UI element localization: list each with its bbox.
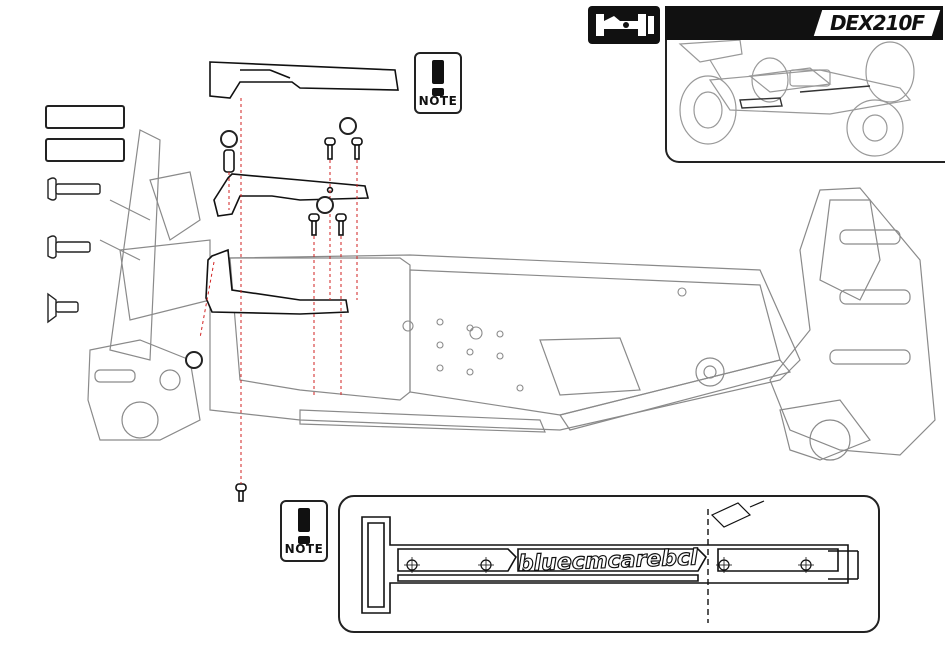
hobby-knife-icon	[712, 501, 764, 527]
callout-circle	[185, 351, 203, 369]
screw	[336, 214, 346, 235]
strap-detail-drawing: bluecmcarebcl	[338, 495, 880, 633]
battery-strap	[210, 62, 398, 98]
screw	[309, 214, 319, 235]
callout-circle	[316, 196, 334, 214]
callout-circle	[220, 130, 238, 148]
screw	[236, 484, 246, 501]
callout-circle	[339, 117, 357, 135]
screw	[352, 138, 362, 159]
battery-mount-lower	[206, 250, 348, 314]
screw	[325, 138, 335, 159]
battery-mount-upper	[214, 174, 368, 216]
post	[224, 150, 234, 172]
